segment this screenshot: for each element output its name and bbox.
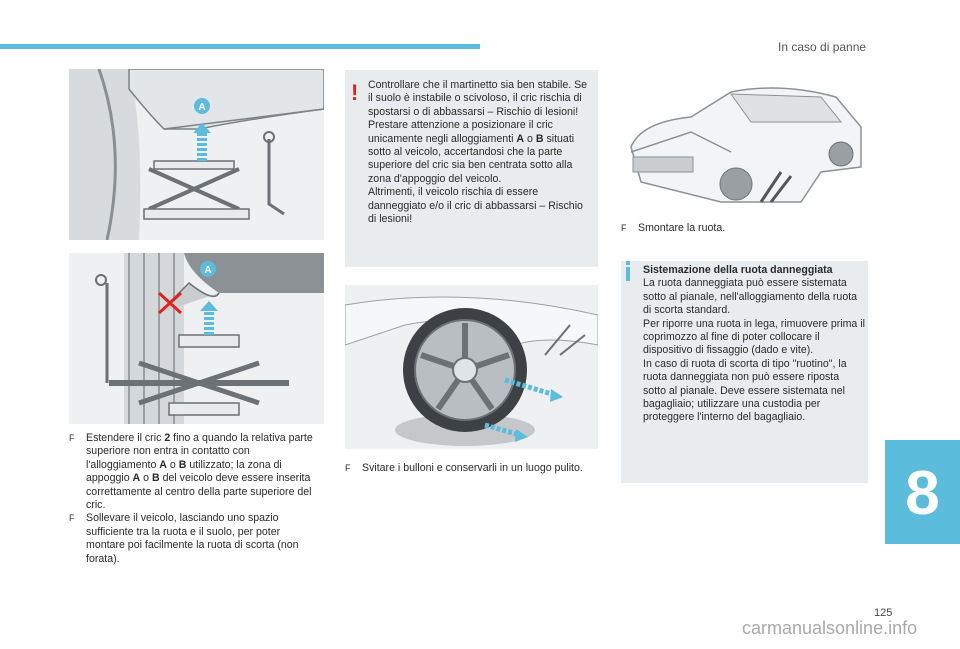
info-icon (626, 261, 630, 281)
bullet-marker: F (69, 433, 75, 443)
header-accent-bar (0, 44, 480, 49)
warning-icon: ! (351, 80, 359, 105)
jack-point-label: A (198, 102, 205, 113)
instruction-item: F Sollevare il veicolo, lasciando uno sp… (69, 512, 299, 565)
warning-box: ! Controllare che il martinetto sia ben … (345, 70, 598, 267)
warning-text: Controllare che il martinetto sia ben st… (368, 79, 588, 226)
bullet-marker: F (69, 513, 75, 524)
page-number: 125 (874, 607, 893, 619)
bullet-marker: F (621, 223, 627, 233)
section-title: In caso di panne (778, 40, 867, 54)
jack-point-label: A (204, 265, 211, 276)
info-title: Sistemazione della ruota danneggiata (643, 264, 833, 276)
wheel-bolts-illustration (345, 285, 598, 449)
jack-placement-illustration: A (69, 69, 324, 240)
chapter-number: 8 (905, 459, 940, 528)
instruction-item: F Svitare i bulloni e conservarli in un … (345, 462, 583, 474)
instruction-item: F Estendere il cric 2 fino a quando la r… (69, 432, 313, 512)
info-box: Sistemazione della ruota danneggiata La … (621, 261, 868, 483)
left-column-text: F Estendere il cric 2 fino a quando la r… (69, 432, 321, 566)
instruction-item: F Smontare la ruota. (621, 222, 726, 234)
car-lifted-illustration (621, 72, 868, 209)
middle-column-text: F Svitare i bulloni e conservarli in un … (345, 462, 595, 475)
bullet-marker: F (345, 463, 351, 473)
info-text: Sistemazione della ruota danneggiata La … (643, 264, 865, 424)
watermark: carmanualsonline.info (742, 618, 918, 638)
right-column-text: F Smontare la ruota. (621, 222, 868, 235)
chapter-tab (885, 440, 960, 544)
jack-wrong-placement-illustration: A (69, 253, 324, 424)
